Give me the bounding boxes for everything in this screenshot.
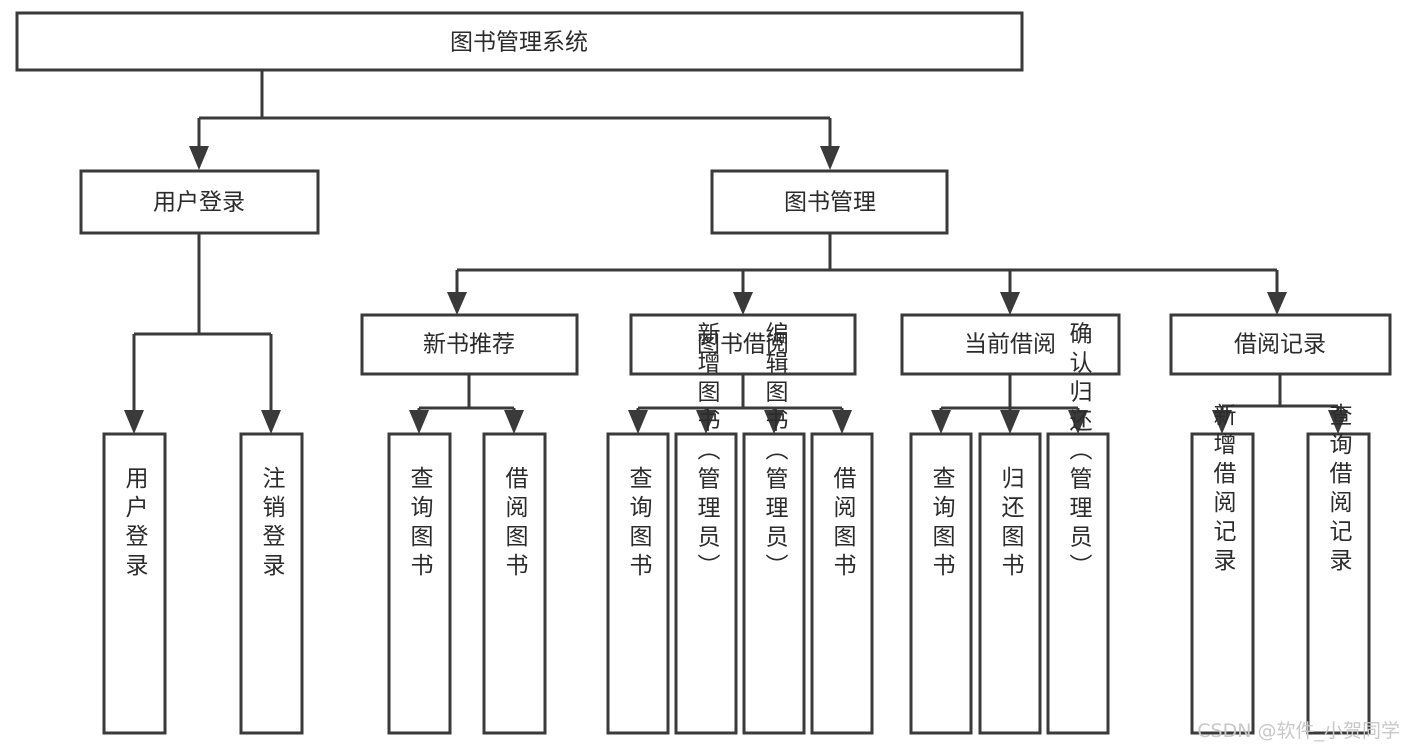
leaf-logout-label: 注销登录 — [258, 466, 286, 582]
leaf-node-current-confirm[interactable]: 确认归还（管理员） — [1046, 322, 1110, 735]
node-book-borrow-label: 图书借阅 — [697, 332, 789, 358]
arrow-head-leaf-user-login — [124, 410, 144, 434]
leaf-newbook-borrow-label: 借阅图书 — [501, 466, 529, 582]
leaf-node-borrow-query[interactable]: 查询图书 — [606, 432, 670, 735]
leaf-node-borrow-edit[interactable]: 编辑图书（管理员） — [742, 322, 806, 735]
leaf-current-query-box[interactable] — [909, 432, 973, 735]
leaf-node-record-add[interactable]: 新增借阅记录 — [1190, 403, 1255, 735]
leaf-user-login-box[interactable] — [102, 432, 167, 735]
leaf-borrow-add-box[interactable] — [674, 432, 738, 735]
arrow-head-bookborrow-leaf-3 — [764, 410, 784, 434]
node-current-borrow-box[interactable] — [900, 313, 1121, 376]
node-new-book-recommend-label: 新书推荐 — [423, 332, 515, 358]
leaf-newbook-query-box[interactable] — [387, 432, 452, 735]
arrow-head-bookborrow-leaf-2 — [696, 410, 716, 434]
leaf-borrow-book-label: 借阅图书 — [829, 466, 857, 582]
node-new-book-recommend[interactable]: 新书推荐 — [360, 313, 579, 376]
leaf-record-query-label: 查询借阅记录 — [1325, 403, 1353, 577]
arrow-head-newbook — [447, 292, 467, 315]
leaf-node-borrow-book[interactable]: 借阅图书 — [810, 432, 874, 735]
connector-group-currentborrow — [931, 374, 1088, 434]
node-book-borrow[interactable]: 图书借阅 — [629, 313, 857, 376]
node-user-login-box[interactable] — [79, 169, 320, 235]
node-book-borrow-box[interactable] — [629, 313, 857, 376]
leaf-borrow-edit-label: 编辑图书（管理员） — [761, 322, 789, 583]
leaf-current-confirm-label: 确认归还（管理员） — [1065, 322, 1093, 583]
arrow-head-bookborrow-leaf-1 — [628, 410, 648, 434]
arrow-head-newbook-leaf-2 — [504, 410, 524, 434]
leaf-current-query-label: 查询图书 — [928, 466, 956, 582]
node-borrow-record[interactable]: 借阅记录 — [1169, 313, 1392, 376]
node-user-login-label: 用户登录 — [153, 190, 245, 216]
leaf-borrow-book-box[interactable] — [810, 432, 874, 735]
leaf-current-return-label: 归还图书 — [997, 466, 1025, 582]
node-current-borrow-label: 当前借阅 — [964, 332, 1056, 358]
node-borrow-record-label: 借阅记录 — [1234, 332, 1326, 358]
node-book-management-label: 图书管理 — [784, 190, 876, 216]
leaf-node-current-return[interactable]: 归还图书 — [978, 432, 1042, 735]
arrow-head-leaf-logout — [261, 410, 281, 434]
arrow-head-currentborrow-leaf-2 — [1000, 410, 1020, 434]
node-current-borrow[interactable]: 当前借阅 — [900, 313, 1121, 376]
arrow-head-currentborrow — [1000, 292, 1020, 315]
leaf-node-newbook-query[interactable]: 查询图书 — [387, 432, 452, 735]
leaf-borrow-edit-box[interactable] — [742, 432, 806, 735]
leaf-borrow-query-label: 查询图书 — [625, 466, 653, 582]
node-root-label: 图书管理系统 — [450, 30, 588, 56]
node-borrow-record-box[interactable] — [1169, 313, 1392, 376]
leaf-node-newbook-borrow[interactable]: 借阅图书 — [482, 432, 547, 735]
arrow-head-borrowrecord-leaf-2 — [1328, 410, 1348, 434]
watermark-label: CSDN @软件_小贺同学 — [1197, 720, 1400, 742]
node-root-box[interactable] — [15, 11, 1024, 72]
connector-group-newbook — [409, 374, 524, 434]
leaf-record-add-box[interactable] — [1190, 432, 1255, 735]
node-root-system[interactable]: 图书管理系统 — [15, 11, 1024, 72]
leaf-current-return-box[interactable] — [978, 432, 1042, 735]
arrow-head-newbook-leaf-1 — [409, 410, 429, 434]
leaf-record-add-label: 新增借阅记录 — [1209, 403, 1237, 577]
connector-group-bookmgmt — [447, 233, 1287, 315]
arrow-head-currentborrow-leaf-3 — [1068, 410, 1088, 434]
node-new-book-recommend-box[interactable] — [360, 313, 579, 376]
leaf-node-record-query[interactable]: 查询借阅记录 — [1306, 403, 1371, 735]
leaf-borrow-query-box[interactable] — [606, 432, 670, 735]
leaf-node-logout[interactable]: 注销登录 — [239, 432, 304, 735]
arrow-head-userlogin — [189, 146, 209, 170]
leaf-borrow-add-label: 新增图书（管理员） — [693, 322, 721, 583]
arrow-head-borrowrecord — [1267, 292, 1287, 315]
leaf-logout-box[interactable] — [239, 432, 304, 735]
node-book-management[interactable]: 图书管理 — [710, 169, 949, 235]
arrow-head-borrowrecord-leaf-1 — [1212, 410, 1232, 434]
connector-group-borrowrecord — [1212, 374, 1348, 434]
connector-group-root — [189, 70, 840, 170]
connector-group-userlogin — [124, 233, 281, 434]
leaf-node-current-query[interactable]: 查询图书 — [909, 432, 973, 735]
leaf-newbook-borrow-box[interactable] — [482, 432, 547, 735]
leaf-user-login-label: 用户登录 — [121, 466, 149, 582]
arrow-head-currentborrow-leaf-1 — [931, 410, 951, 434]
arrow-head-bookmgmt — [820, 146, 840, 170]
leaf-newbook-query-label: 查询图书 — [406, 466, 434, 582]
arrow-head-bookborrow — [733, 292, 753, 315]
node-user-login[interactable]: 用户登录 — [79, 169, 320, 235]
connector-group-bookborrow — [628, 374, 852, 434]
leaf-node-borrow-add[interactable]: 新增图书（管理员） — [674, 322, 738, 735]
leaf-node-user-login[interactable]: 用户登录 — [102, 432, 167, 735]
leaf-record-query-box[interactable] — [1306, 432, 1371, 735]
leaf-current-confirm-box[interactable] — [1046, 432, 1110, 735]
arrow-head-bookborrow-leaf-4 — [832, 410, 852, 434]
node-book-management-box[interactable] — [710, 169, 949, 235]
